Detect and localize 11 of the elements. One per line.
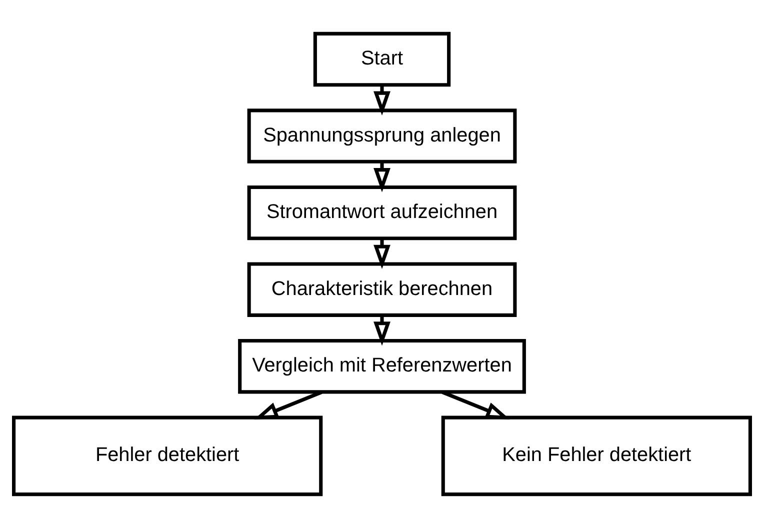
node-box: Start (313, 31, 451, 86)
node-box: Fehler detektiert (12, 415, 323, 496)
arrow (374, 314, 390, 346)
node-box: Charakteristik berechnen (247, 262, 517, 316)
arrow (374, 84, 390, 115)
arrow (374, 161, 390, 192)
node-box: Spannungssprung anlegen (247, 108, 517, 163)
node-box: Kein Fehler detektiert (441, 415, 752, 496)
arrow (374, 238, 390, 269)
node-box: Stromantwort aufzeichnen (247, 184, 517, 240)
node-box: Vergleich mit Referenzwerten (238, 338, 526, 394)
